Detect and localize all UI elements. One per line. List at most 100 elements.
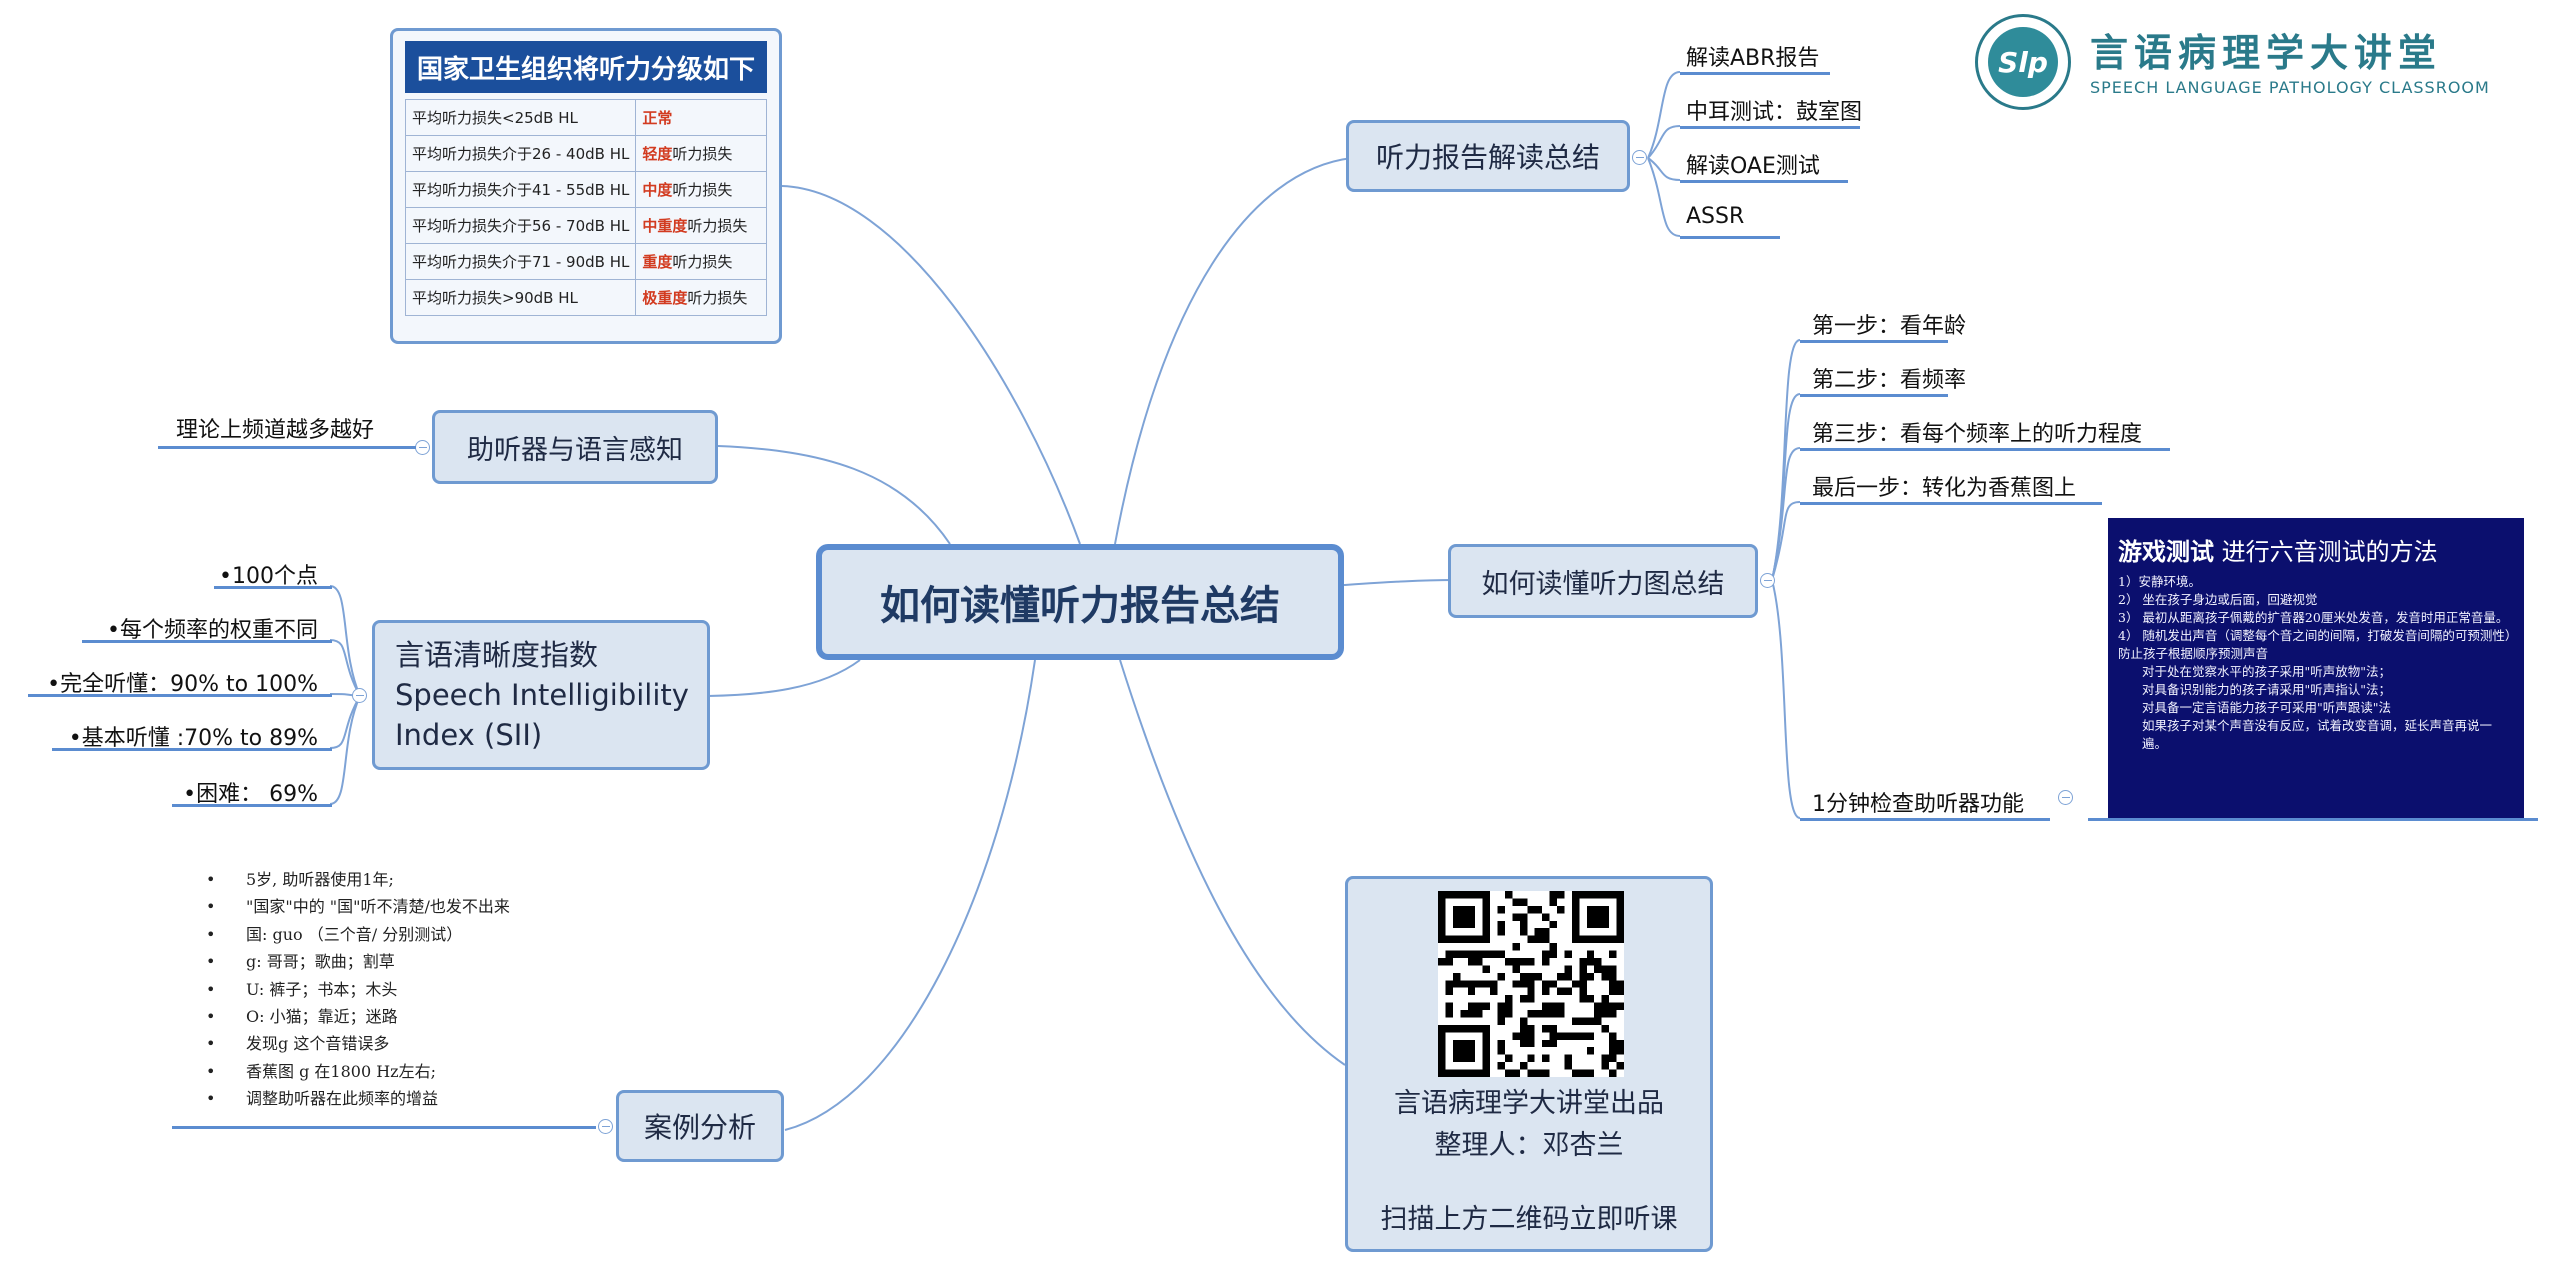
leaf-underline [28,694,332,697]
case-item: 5岁, 助听器使用1年; [200,866,600,894]
game-test-image: 游戏测试 进行六音测试的方法 1）安静环境。 2） 坐在孩子身边或后面，回避视觉 3… [2108,518,2524,818]
leaf-underline [1680,180,1848,183]
hearing-level-cell: 极重度听力损失 [635,279,767,316]
audiogram-leaf[interactable]: 第三步：看每个频率上的听力程度 [1812,422,2143,447]
hearing-range-cell: 平均听力损失<25dB HL [404,99,637,136]
audiogram-leaf[interactable]: 第二步：看频率 [1812,368,1967,393]
game-test-line: 3） 最初从距离孩子佩戴的扩音器20厘米处发音，发音时用正常音量。 [2118,610,2509,625]
hearing-level-cell: 中重度听力损失 [635,207,767,244]
case-details-list: 5岁, 助听器使用1年;"国家"中的 "国"听不清楚/也发不出来国: guo （… [200,866,600,1113]
collapse-toggle-report[interactable] [1632,150,1647,165]
hearing-range-cell: 平均听力损失>90dB HL [404,279,637,316]
hearing-table-title: 国家卫生组织将听力分级如下 [405,41,767,93]
hearing-range-cell: 平均听力损失介于71 - 90dB HL [404,243,637,280]
topic-sii-line2: Speech Intelligibility [395,678,689,712]
sii-leaf: •每个频率的权重不同 [107,618,318,643]
hearing-level-cell: 重度听力损失 [635,243,767,280]
sii-leaf: •基本听懂 :70% to 89% [68,726,318,751]
topic-hearing-aid-label: 助听器与语言感知 [467,434,683,466]
case-item: 发现g 这个音错误多 [200,1030,600,1058]
qr-line-2: 整理人：邓杏兰 [1434,1130,1624,1161]
leaf-underline [1800,502,2102,505]
sii-leaf: •困难： 69% [183,782,318,807]
collapse-toggle-sii[interactable] [352,688,367,703]
topic-audiogram-label: 如何读懂听力图总结 [1481,568,1725,600]
leaf-underline [214,586,332,589]
hearing-range-cell: 平均听力损失介于56 - 70dB HL [404,207,637,244]
leaf-underline [1680,126,1860,129]
collapse-toggle-audiogram[interactable] [1760,573,1775,588]
audiogram-leaf[interactable]: 第一步：看年龄 [1812,314,1967,339]
hearing-level-cell: 中度听力损失 [635,171,767,208]
central-topic[interactable]: 如何读懂听力报告总结 [816,544,1344,660]
audiogram-leaf[interactable]: 最后一步：转化为香蕉图上 [1812,476,2077,501]
topic-sii-line3: Index (SII) [395,718,543,752]
case-item: 调整助听器在此频率的增益 [200,1085,600,1113]
game-test-line: 2） 坐在孩子身边或后面，回避视觉 [2118,592,2318,607]
game-test-line: 对具备一定言语能力孩子可采用"听声跟读"法 [2142,700,2391,715]
hearing-level-cell: 轻度听力损失 [635,135,767,172]
case-item: O: 小猫；靠近；迷路 [200,1003,600,1031]
game-test-line: 4） 随机发出声音（调整每个音之间的间隔，打破发音间隔的可预测性）防止孩子根据顺… [2118,628,2512,661]
logo-english-name: SPEECH LANGUAGE PATHOLOGY CLASSROOM [2090,78,2490,97]
qr-line-1: 言语病理学大讲堂出品 [1394,1088,1664,1119]
game-underline [2088,818,2538,821]
game-test-title: 游戏测试 进行六音测试的方法 [2118,537,2438,566]
leaf-underline [1680,72,1830,75]
game-test-line: 对具备识别能力的孩子请采用"听声指认"法； [2142,682,2391,697]
qr-line-3: 扫描上方二维码立即听课 [1380,1204,1678,1235]
topic-audiogram[interactable]: 如何读懂听力图总结 [1448,544,1758,618]
topic-sii-line1: 言语清晰度指数 [395,638,599,672]
leaf-underline [172,804,332,807]
report-leaf[interactable]: 中耳测试：鼓室图 [1686,100,1863,125]
topic-report-label: 听力报告解读总结 [1375,141,1600,174]
qr-code-card[interactable]: 言语病理学大讲堂出品 整理人：邓杏兰 扫描上方二维码立即听课 [1345,876,1713,1252]
case-item: 国: guo （三个音/ 分别测试） [200,921,600,949]
topic-sii[interactable]: 言语清晰度指数 Speech Intelligibility Index (SI… [372,620,710,770]
hearing-range-cell: 平均听力损失介于26 - 40dB HL [404,135,637,172]
sii-leaf: •100个点 [219,564,318,589]
game-test-line: 1）安静环境。 [2118,574,2201,589]
case-item: 香蕉图 g 在1800 Hz左右; [200,1058,600,1086]
leaf-underline [1800,340,1948,343]
qr-code-icon[interactable] [1438,891,1624,1077]
logo-chinese-name: 言语病理学大讲堂 [2090,30,2443,75]
leaf-underline [82,640,332,643]
report-leaf[interactable]: 解读ABR报告 [1686,46,1820,71]
leaf-underline [1800,394,1948,397]
audiogram-leaf[interactable]: 1分钟检查助听器功能 [1812,792,2024,817]
case-underline [172,1126,596,1129]
game-test-line: 如果孩子对某个声音没有反应，试着改变音调，延长声音再说一遍。 [2142,718,2493,751]
logo-mark: Slp [1988,27,2058,97]
leaf-underline [1800,448,2170,451]
case-item: g: 哥哥；歌曲；割草 [200,948,600,976]
case-item: U: 裤子；书本；木头 [200,976,600,1004]
leaf-underline [1800,818,2050,821]
leaf-hearing-aid-channels: 理论上频道越多越好 [176,418,375,443]
collapse-toggle-hearing-aid-check[interactable] [2058,790,2073,805]
topic-report[interactable]: 听力报告解读总结 [1346,120,1630,192]
logo-icon: Slp [1975,14,2071,110]
topic-case-label: 案例分析 [643,1111,756,1144]
topic-case-analysis[interactable]: 案例分析 [616,1090,784,1162]
leaf-underline [52,748,332,751]
leaf-underline [158,446,416,449]
hearing-range-cell: 平均听力损失介于41 - 55dB HL [404,171,637,208]
hearing-level-cell: 正常 [635,99,767,136]
sii-leaf: •完全听懂：90% to 100% [47,672,318,697]
collapse-toggle-case[interactable] [598,1119,613,1134]
topic-hearing-aid[interactable]: 助听器与语言感知 [432,410,718,484]
case-item: "国家"中的 "国"听不清楚/也发不出来 [200,893,600,921]
report-leaf[interactable]: 解读OAE测试 [1686,154,1820,179]
collapse-toggle-hearing-aid[interactable] [415,440,430,455]
report-leaf[interactable]: ASSR [1686,204,1745,229]
